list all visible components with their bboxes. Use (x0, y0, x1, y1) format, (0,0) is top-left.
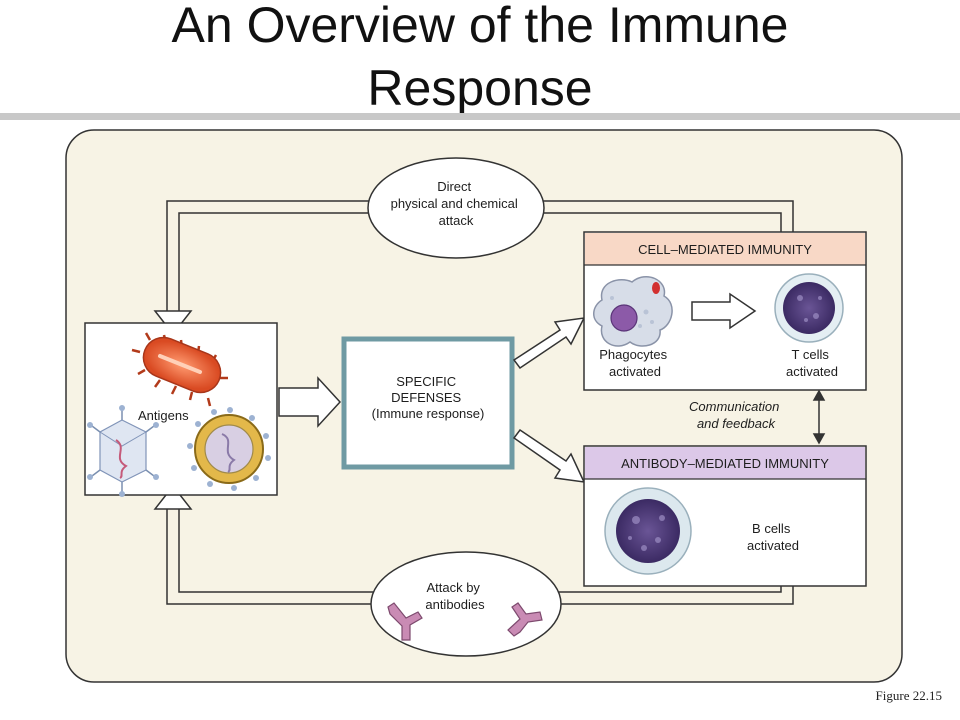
feedback-label-line-2: and feedback (697, 416, 777, 431)
defenses-to-antibody-mediated-arrow (512, 428, 586, 483)
direct-attack-ellipse (367, 157, 545, 259)
tcells-label-line-2: activated (786, 364, 838, 379)
bacterium-icon (131, 332, 228, 407)
antibody-y-icon (387, 602, 543, 641)
virus-icon (87, 405, 159, 497)
bcells-label-line-2: activated (747, 538, 799, 553)
b-cell-icon (604, 487, 692, 575)
tcells-label-line-1: T cells (792, 347, 830, 362)
enveloped-virus-icon (187, 407, 271, 491)
svg-text:Attack by antibodies: Attack by antibodies (425, 580, 485, 612)
specific-defenses-line-3: (Immune response) (372, 406, 485, 421)
direct-attack-line-3: attack (439, 213, 474, 228)
svg-text:Direct physical and chemic: Direct physical and chemical attack (391, 179, 522, 228)
feedback-label-line-1: Communication (689, 399, 779, 414)
antibody-mediated-title: ANTIBODY–MEDIATED IMMUNITY (621, 456, 829, 471)
antigens-label: Antigens (138, 408, 189, 423)
slide-title: An Overview of the Immune Response (0, 0, 960, 120)
svg-text:Phagocytes activated: Phagocytes activated (599, 347, 671, 379)
direct-attack-line-1: Direct (437, 179, 471, 194)
specific-defenses-line-2: DEFENSES (391, 390, 461, 405)
bottom-loop-arrowhead (153, 484, 193, 510)
phagocyte-icon (593, 276, 673, 347)
svg-text:B cells activated: B cells activated (747, 521, 799, 553)
t-cell-icon (774, 273, 844, 343)
cell-mediated-title: CELL–MEDIATED IMMUNITY (638, 242, 812, 257)
specific-defenses-box (341, 336, 515, 470)
svg-text:T cells activated: T cells activated (786, 347, 838, 379)
svg-text:Communication and feedback: Communication and feedback (689, 399, 783, 431)
antigens-to-defenses-arrow (278, 376, 342, 428)
antibody-attack-line-1: Attack by (426, 580, 480, 595)
svg-text:SPECIFIC DEFENSES (Imm: SPECIFIC DEFENSES (Immune response) (372, 374, 485, 421)
slide-title-line-1: An Overview of the Immune (171, 0, 789, 53)
phagocyte-to-tcell-arrow (691, 292, 757, 330)
defenses-to-cell-mediated-arrow (512, 317, 586, 370)
antibody-mediated-header (585, 447, 865, 479)
direct-attack-line-2: physical and chemical (391, 196, 518, 211)
title-divider (0, 113, 960, 120)
antibody-attack-line-2: antibodies (425, 597, 485, 612)
figure-label: Figure 22.15 (875, 688, 942, 703)
communication-arrow (812, 389, 826, 445)
slide-title-line-2: Response (367, 60, 593, 116)
phagocytes-label-line-1: Phagocytes (599, 347, 667, 362)
specific-defenses-line-1: SPECIFIC (396, 374, 456, 389)
cell-mediated-header (585, 233, 865, 265)
bcells-label-line-1: B cells (752, 521, 791, 536)
phagocytes-label-line-2: activated (609, 364, 661, 379)
